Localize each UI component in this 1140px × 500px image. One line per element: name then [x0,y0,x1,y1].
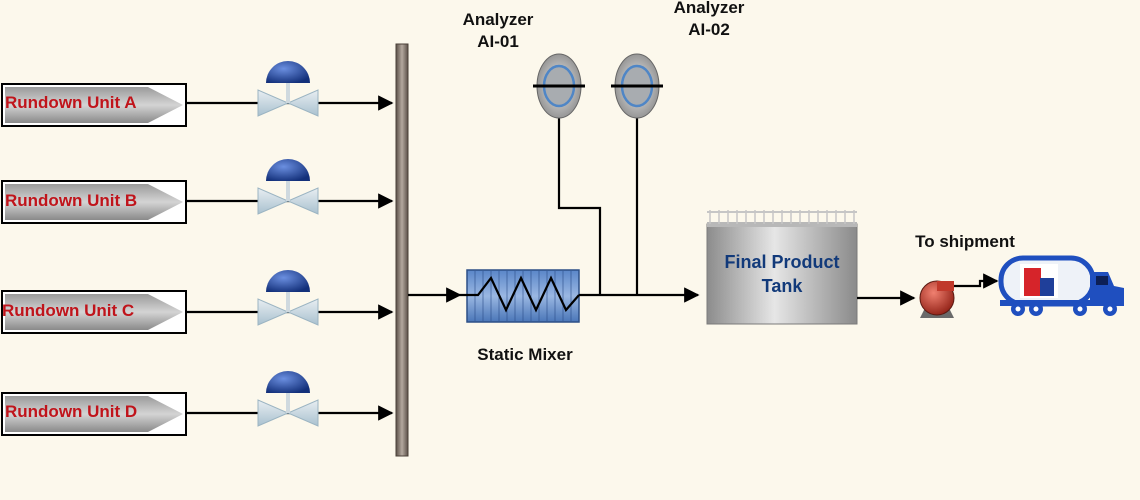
to-shipment-label: To shipment [915,232,1015,251]
analyzer-ai-02-title: Analyzer [673,0,745,17]
static-mixer-icon[interactable] [460,269,580,323]
rundown-unit-c-label: Rundown Unit C [2,301,135,320]
static-mixer-label: Static Mixer [477,345,573,364]
rundown-unit-c [1,290,394,334]
analyzer-icon[interactable] [611,53,663,119]
tank-label: Final Product Tank [707,250,857,298]
rundown-unit-d-label: Rundown Unit D [5,402,138,421]
rundown-unit-a-label: Rundown Unit A [5,93,137,112]
pump-outlet-line [954,273,999,289]
control-valve-icon[interactable] [257,270,319,326]
analyzer-ai-01-label: Analyzer AI-01 [448,9,548,53]
control-valve-icon[interactable] [257,61,319,117]
tank-label-line2: Tank [761,276,803,296]
rundown-unit-a [1,83,394,127]
analyzer-ai-01-title: Analyzer [462,10,534,29]
tank-label-line1: Final Product [724,252,840,272]
tank-icon[interactable] [706,210,858,325]
blend-header [395,43,409,457]
analyzer-ai-01-line [557,86,602,295]
analyzer-ai-01-tag: AI-01 [477,32,519,51]
analyzer-ai-02-tag: AI-02 [688,20,730,39]
rundown-unit-b-label: Rundown Unit B [5,191,138,210]
pump-icon[interactable] [919,280,955,318]
control-valve-icon[interactable] [257,159,319,215]
control-valve-icon[interactable] [257,371,319,427]
tanker-truck-icon[interactable] [998,255,1124,316]
analyzer-icon[interactable] [533,53,585,119]
analyzer-ai-02-label: Analyzer AI-02 [659,0,759,41]
rundown-unit-d [1,392,394,436]
